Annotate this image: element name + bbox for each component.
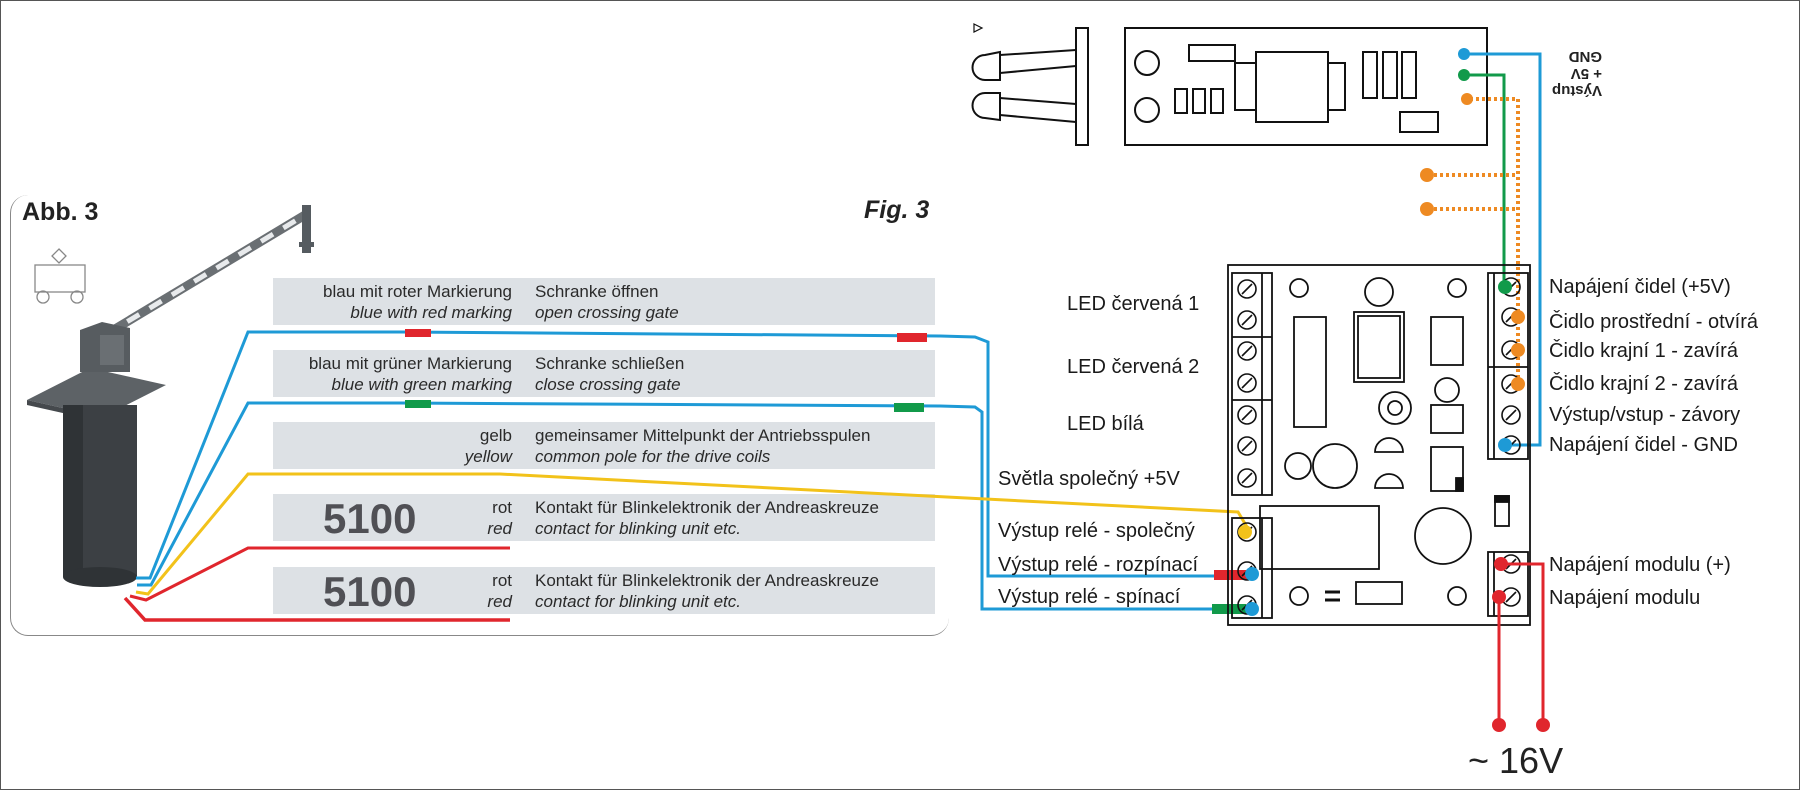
green-marking <box>405 400 431 408</box>
label-module-power-plus: Napájení modulu (+) <box>1549 554 1731 576</box>
label-sensor-middle: Čidlo prostřední - otvírá <box>1549 311 1758 333</box>
red-marking <box>897 333 927 342</box>
control-module-board <box>1227 264 1531 626</box>
figure-panel <box>10 195 949 636</box>
wire-table-row: blau mit roter Markierung blue with red … <box>273 278 935 325</box>
label-relay-common: Výstup relé - společný <box>998 520 1195 542</box>
screw-slot <box>1241 283 1253 295</box>
wire-red-1 <box>129 546 510 602</box>
product-code: 5100 <box>323 495 417 542</box>
wire-yellow <box>135 472 1252 596</box>
product-code: 5100 <box>323 568 417 615</box>
wire-table-row: 5100 rot red Kontakt für Blinkelektronik… <box>273 567 935 615</box>
label-relay-nc: Výstup relé - rozpínací <box>998 554 1199 576</box>
figure-title-de: Abb. 3 <box>22 198 99 226</box>
tram-icon <box>34 248 86 304</box>
screw-terminal <box>1237 373 1257 393</box>
sensor-label-output: Výstup <box>1552 82 1603 99</box>
wire-function-de: gemeinsamer Mittelpunkt der Antriebsspul… <box>535 426 871 445</box>
sensor-label-gnd: GND <box>1568 48 1603 65</box>
wire-function-en: contact for blinking unit etc. <box>535 519 742 538</box>
wire-function-en: common pole for the drive coils <box>535 447 771 466</box>
wire-color-de: rot <box>492 498 512 517</box>
screw-terminal <box>1237 310 1257 330</box>
label-module-power: Napájení modulu <box>1549 587 1701 609</box>
wire-function-de: Kontakt für Blinkelektronik der Andreask… <box>535 498 879 517</box>
wire-blue-green <box>137 401 1236 611</box>
supply-voltage-label: ~ 16V <box>1468 740 1564 781</box>
screw-slot <box>1241 472 1253 484</box>
screw-terminal <box>1237 436 1257 456</box>
label-relay-no: Výstup relé - spínací <box>998 586 1181 608</box>
wire-sensor-5v <box>1464 73 1506 287</box>
wire-color-en: red <box>487 519 512 538</box>
label-led-red-2: LED červená 2 <box>1067 356 1200 378</box>
wire-sensor-out <box>1470 97 1520 384</box>
wire-color-de: blau mit grüner Markierung <box>308 354 512 373</box>
wire-sensor-gnd <box>1464 52 1542 447</box>
screw-terminal <box>1237 341 1257 361</box>
crossing-gate-drive-icon <box>27 205 314 587</box>
drive-wires <box>123 330 1252 622</box>
wire-table-row: blau mit grüner Markierung blue with gre… <box>273 350 935 397</box>
wire-function-en: contact for blinking unit etc. <box>535 592 742 611</box>
wire-color-de: blau mit roter Markierung <box>323 282 512 301</box>
screw-terminal <box>1237 405 1257 425</box>
label-lights-common: Světla společný +5V <box>998 468 1180 490</box>
wire-function-de: Schranke schließen <box>535 354 685 373</box>
wire-color-de: rot <box>492 571 512 590</box>
screw-terminal <box>1237 279 1257 299</box>
ir-sensor-icon <box>971 23 1089 146</box>
wire-power-plus <box>1505 562 1545 725</box>
figure-title-en: Fig. 3 <box>864 196 930 224</box>
wire-function-en: open crossing gate <box>535 303 679 322</box>
screw-slot <box>1241 409 1253 421</box>
screw-slot <box>1505 591 1517 603</box>
sensor-pin-labels: Výstup + 5V GND <box>1552 48 1602 99</box>
wire-color-en: blue with green marking <box>331 375 512 394</box>
red-marking <box>405 329 431 337</box>
label-led-white: LED bílá <box>1067 413 1144 435</box>
wire-function-de: Schranke öffnen <box>535 282 659 301</box>
wire-color-de: gelb <box>479 426 512 445</box>
screw-terminal <box>1237 468 1257 488</box>
screw-slot <box>1241 377 1253 389</box>
sensor-label-5v: + 5V <box>1570 65 1603 82</box>
wire-red-2 <box>123 596 510 622</box>
screw-slot <box>1241 440 1253 452</box>
label-sensor-outer-2: Čidlo krajní 2 - zavírá <box>1549 373 1738 395</box>
label-sensor-power: Napájení čidel (+5V) <box>1549 276 1731 298</box>
green-marking <box>894 403 924 412</box>
label-sensor-gnd: Napájení čidel - GND <box>1549 434 1738 456</box>
label-gate-io: Výstup/vstup - závory <box>1549 404 1741 426</box>
screw-slot <box>1241 314 1253 326</box>
label-led-red-1: LED červená 1 <box>1067 293 1200 315</box>
wire-color-en: blue with red marking <box>350 303 512 322</box>
wire-color-en: red <box>487 592 512 611</box>
wire-function-de: Kontakt für Blinkelektronik der Andreask… <box>535 571 879 590</box>
wire-function-en: close crossing gate <box>535 375 681 394</box>
wire-table-row: 5100 rot red Kontakt für Blinkelektronik… <box>273 494 935 542</box>
label-sensor-outer-1: Čidlo krajní 1 - zavírá <box>1549 340 1738 362</box>
sensor-board <box>1124 27 1488 146</box>
wire-table-row: gelb yellow gemeinsamer Mittelpunkt der … <box>273 422 935 469</box>
green-marking <box>1212 604 1246 614</box>
red-marking <box>1214 570 1248 580</box>
wire-color-en: yellow <box>464 447 512 466</box>
screw-terminal <box>1501 405 1521 425</box>
screw-slot <box>1241 345 1253 357</box>
screw-slot <box>1505 409 1517 421</box>
